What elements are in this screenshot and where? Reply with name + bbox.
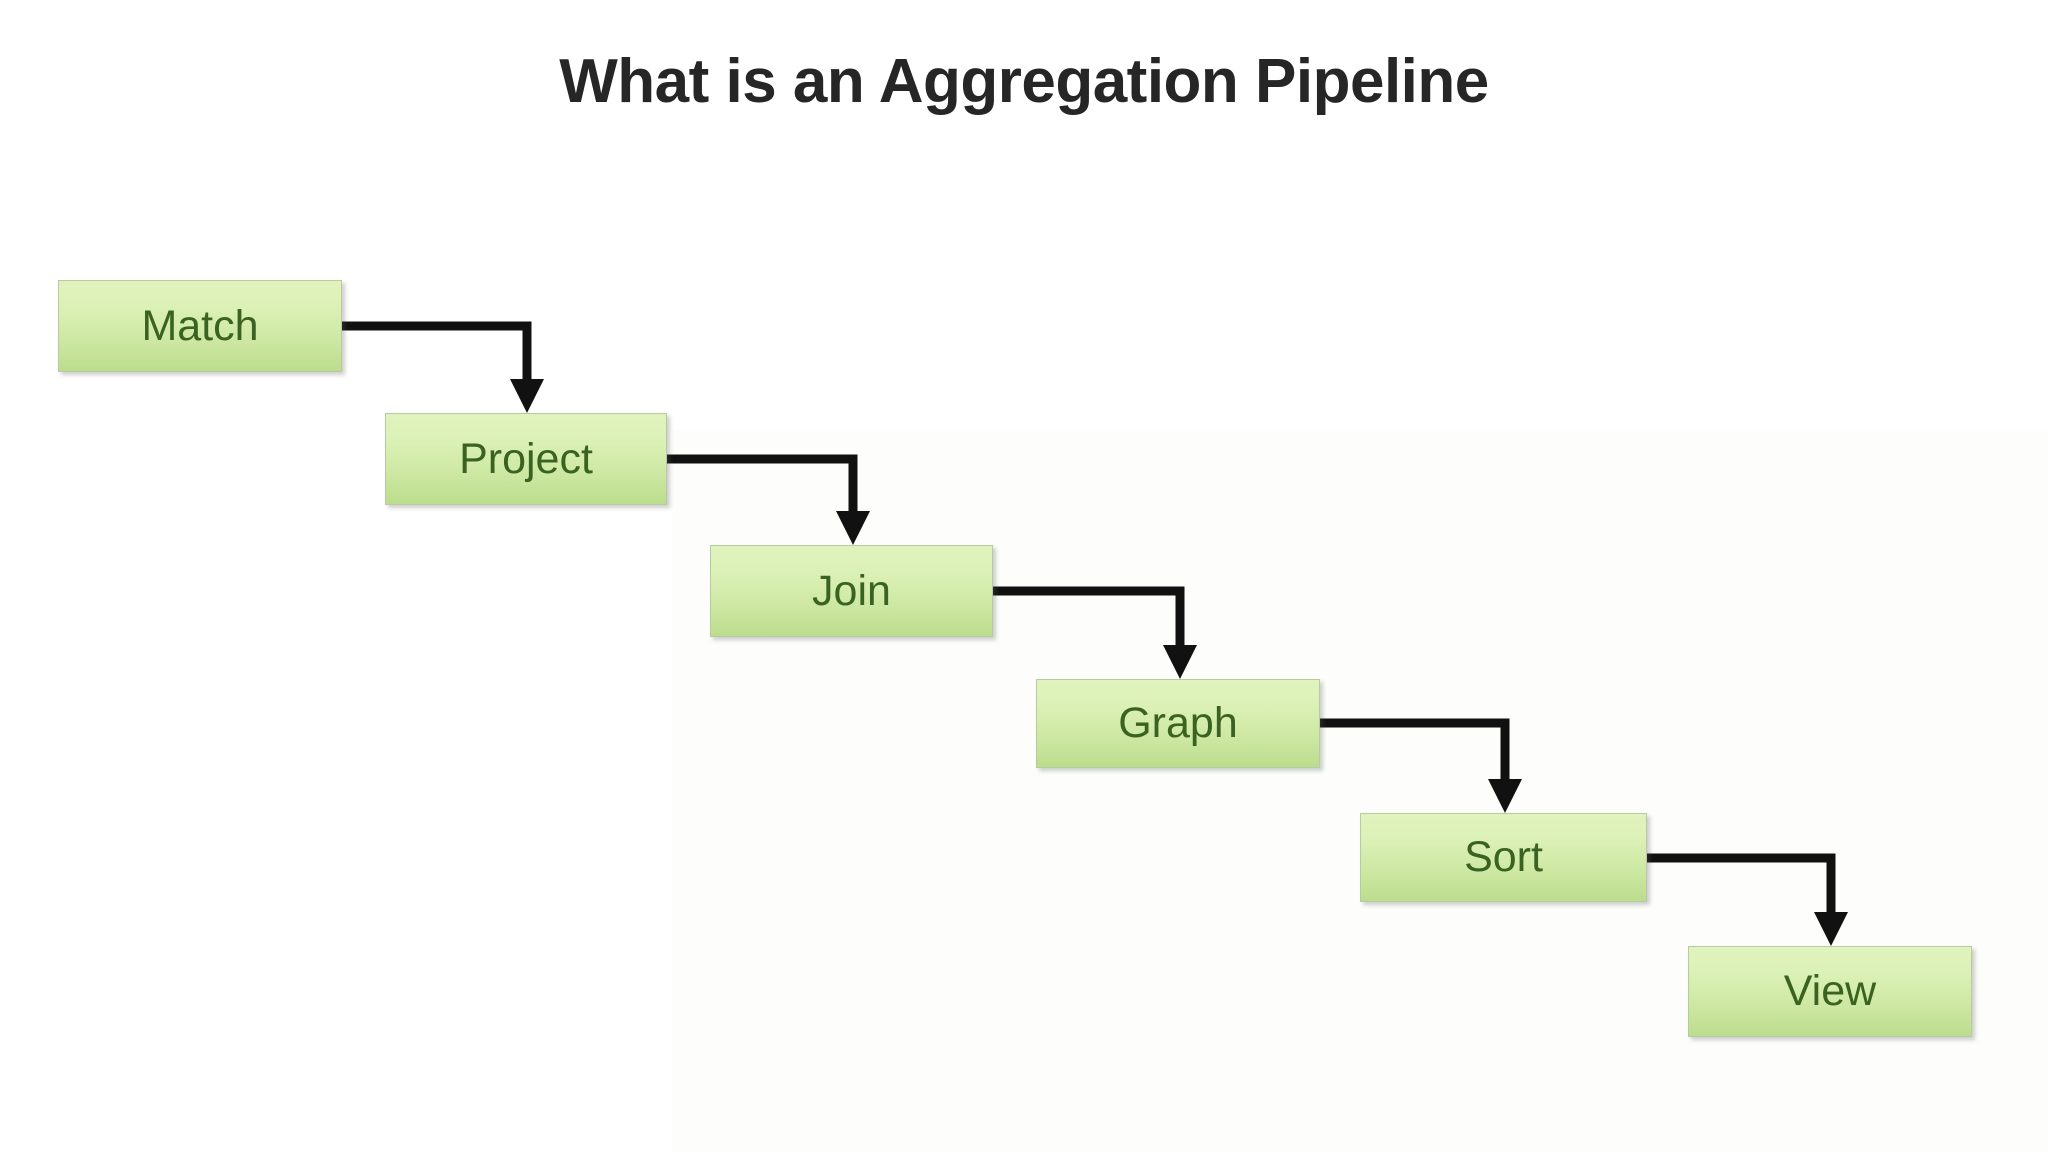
background-panel [672,430,2048,1152]
stage-node-label: Match [141,301,259,350]
stage-node-graph[interactable]: Graph [1036,679,1320,768]
connector-join-to-graph [993,586,1197,679]
stage-node-match[interactable]: Match [58,280,342,372]
connector-graph-to-sort [1320,718,1522,813]
stage-node-view[interactable]: View [1688,946,1972,1037]
stage-node-label: View [1783,967,1877,1015]
connector-project-to-join [667,454,870,545]
arrowhead-icon [510,379,544,413]
page-title: What is an Aggregation Pipeline [559,47,1489,116]
stage-node-join[interactable]: Join [710,545,993,637]
arrowhead-icon [836,511,870,545]
stage-node-label: Join [812,566,891,615]
stage-node-sort[interactable]: Sort [1360,813,1647,902]
stage-node-label: Project [459,434,593,483]
stage-node-project[interactable]: Project [385,413,667,505]
arrowhead-icon [1163,645,1197,679]
connector-match-to-project [342,321,544,413]
stage-node-label: Graph [1118,699,1238,747]
arrowhead-icon [1814,912,1848,946]
arrowhead-icon [1488,779,1522,813]
connector-sort-to-view [1647,853,1848,946]
stage-node-label: Sort [1464,833,1543,881]
